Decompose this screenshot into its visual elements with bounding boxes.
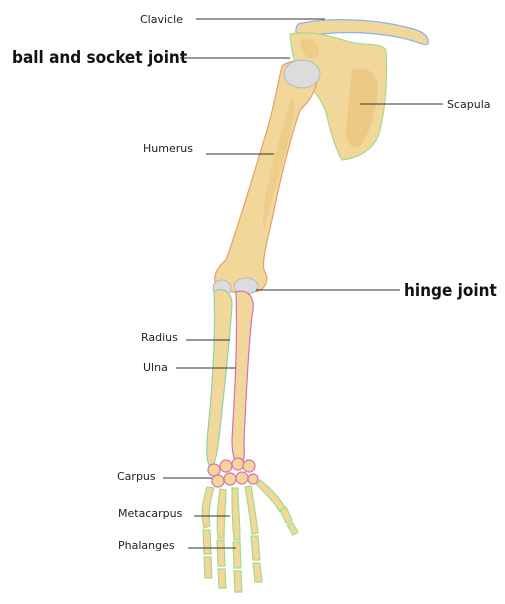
metacarpal-bones bbox=[202, 480, 285, 540]
clavicle-label: Clavicle bbox=[140, 13, 183, 26]
ball-socket-cartilage bbox=[284, 60, 320, 88]
radius-label: Radius bbox=[141, 331, 178, 344]
hinge-joint-label: hinge joint bbox=[404, 281, 497, 301]
carpus-label: Carpus bbox=[117, 470, 156, 483]
humerus-bone bbox=[215, 61, 317, 293]
metacarpus-label: Metacarpus bbox=[118, 507, 183, 520]
radius-bone bbox=[207, 290, 232, 468]
humerus-label: Humerus bbox=[143, 142, 193, 155]
carpus-bones bbox=[208, 458, 258, 487]
ball-socket-joint-label: ball and socket joint bbox=[12, 48, 187, 68]
phalanges-label: Phalanges bbox=[118, 539, 175, 552]
scapula-label: Scapula bbox=[447, 98, 491, 111]
ulna-label: Ulna bbox=[143, 361, 168, 374]
ulna-bone bbox=[232, 291, 253, 466]
